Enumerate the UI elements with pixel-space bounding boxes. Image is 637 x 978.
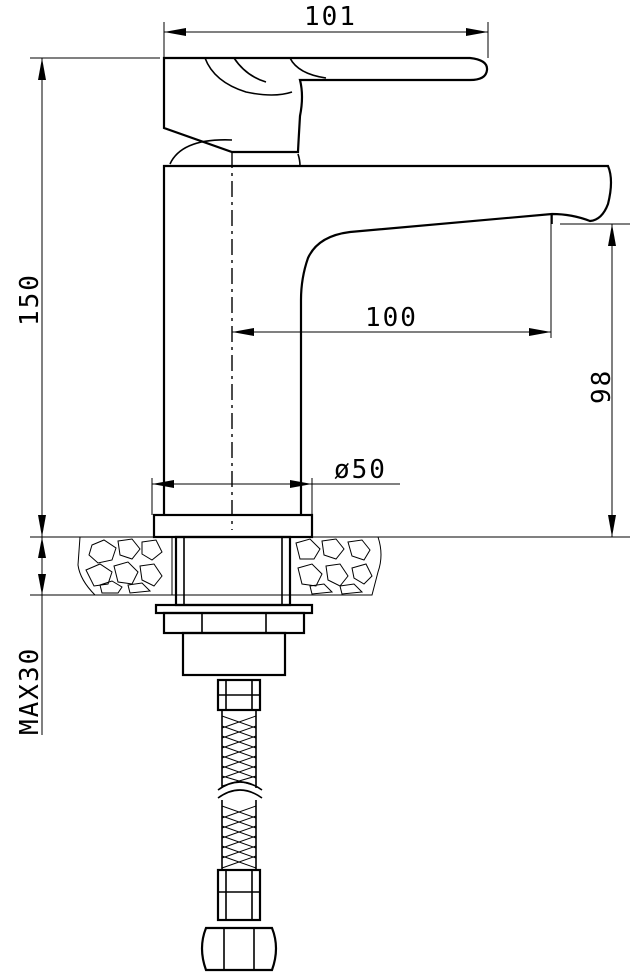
washer xyxy=(154,603,314,615)
dimension-total-height: 150 xyxy=(15,57,160,537)
base-flange xyxy=(152,513,314,539)
spout-reach-label: 100 xyxy=(365,303,418,333)
spout-height-label: 98 xyxy=(587,369,617,404)
dimension-max-thickness: MAX30 xyxy=(15,537,80,735)
threaded-connector xyxy=(181,631,287,677)
dimension-spout-reach: 100 xyxy=(232,214,552,338)
dimension-spout-height: 98 xyxy=(560,223,630,537)
hose-bottom-ferrule xyxy=(216,868,262,922)
max-thickness-label: MAX30 xyxy=(15,647,45,735)
mounting-assembly xyxy=(154,535,314,677)
total-height-label: 150 xyxy=(15,273,45,326)
hose-hex-nut xyxy=(200,926,278,972)
handle-width-label: 101 xyxy=(304,2,357,32)
mounting-nut xyxy=(162,611,306,635)
countertop-section xyxy=(30,536,382,596)
dimension-handle-width: 101 xyxy=(163,2,489,58)
base-diameter-label: ø50 xyxy=(334,455,387,485)
faucet-body xyxy=(152,56,613,539)
dimension-base-diameter: ø50 xyxy=(151,455,400,515)
faucet-column xyxy=(162,164,613,515)
flexible-hose xyxy=(200,678,278,972)
handle-lever xyxy=(162,56,489,154)
